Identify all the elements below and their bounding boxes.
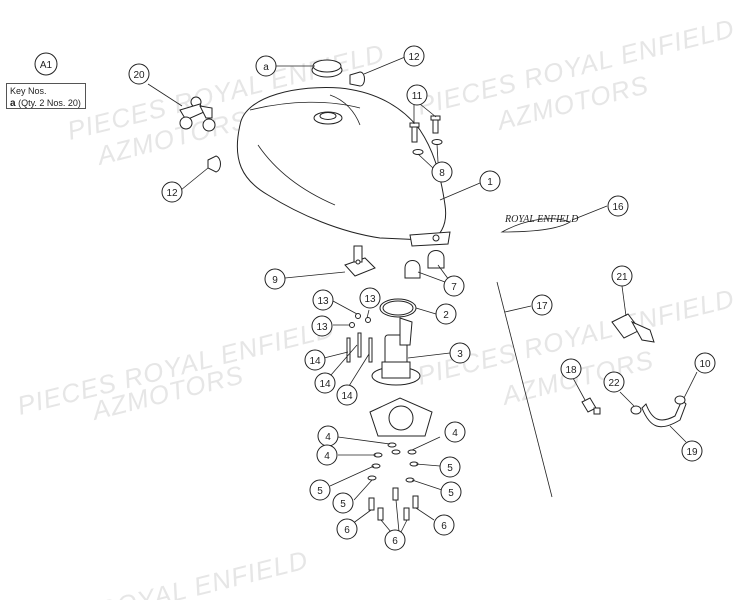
svg-text:17: 17 [536,301,548,312]
emblem-logo-text: ROYAL ENFIELD [504,214,579,225]
callout-8: 8 [431,161,453,183]
callout-6-a: 6 [336,518,358,540]
watermark-text: ROYAL ENFIELD [94,544,311,600]
svg-text:18: 18 [565,365,577,376]
svg-text:6: 6 [441,521,447,532]
key-notes-title: Key Nos. [10,86,47,96]
svg-text:20: 20 [133,70,145,81]
key-notes-box: Key Nos. a (Qty. 2 Nos. 20) [6,83,86,109]
callout-16: 16 [607,195,629,217]
callout-22: 22 [603,371,625,393]
callout-7: 7 [443,275,465,297]
svg-text:a: a [263,62,269,73]
svg-text:13: 13 [364,294,376,305]
key-notes-marker: a [10,98,16,109]
svg-text:7: 7 [451,282,457,293]
callout-13-b: 13 [359,287,381,309]
drain-rod-highlight [498,281,555,498]
callout-6-b: 6 [433,514,455,536]
svg-text:13: 13 [317,296,329,307]
svg-text:5: 5 [340,499,346,510]
callout-5-a: 5 [439,456,461,478]
callout-4-c: 4 [316,444,338,466]
key-notes-note: (Qty. 2 Nos. 20) [18,98,81,108]
svg-text:6: 6 [392,536,398,547]
callout-a1: A1 [34,52,58,76]
callout-21: 21 [611,265,633,287]
callout-a: a [255,55,277,77]
bracket [344,245,376,277]
callout-14-a: 14 [304,349,326,371]
svg-text:16: 16 [612,202,624,213]
callout-19: 19 [681,440,703,462]
callout-3: 3 [449,342,471,364]
small-screws [346,313,373,363]
mounting-bolts [409,115,443,155]
rubber-buffer [207,71,365,173]
callout-5-d: 5 [332,492,354,514]
key-notes-line: a (Qty. 2 Nos. 20) [10,97,82,110]
svg-text:6: 6 [344,525,350,536]
svg-text:11: 11 [412,91,423,102]
fasteners-lower [367,442,419,521]
svg-text:4: 4 [325,432,331,443]
svg-text:8: 8 [439,168,445,179]
svg-text:14: 14 [319,379,331,390]
svg-text:A1: A1 [40,60,53,71]
fuel-tank [236,87,451,247]
tank-rubbers [404,250,445,279]
svg-text:5: 5 [447,463,453,474]
svg-text:21: 21 [616,272,628,283]
fitting [581,397,601,415]
svg-text:19: 19 [686,447,698,458]
callout-13-a: 13 [312,289,334,311]
filler-cap [311,59,343,78]
callout-6-c: 6 [384,529,406,551]
callout-18: 18 [560,358,582,380]
svg-text:9: 9 [272,275,278,286]
callout-5-c: 5 [440,481,462,503]
keys [179,96,216,132]
drain-rod [496,281,553,498]
royal-enfield-emblem: ROYAL ENFIELD [500,214,579,233]
callout-10: 10 [694,352,716,374]
svg-text:5: 5 [317,486,323,497]
svg-text:1: 1 [487,177,493,188]
svg-text:14: 14 [309,356,321,367]
svg-text:22: 22 [608,378,620,389]
callouts: A1 a 12 20 11 12 8 1 16 9 7 13 13 13 2 1… [34,45,716,551]
svg-text:2: 2 [443,310,449,321]
gasket-plate [369,397,433,437]
callout-12-left: 12 [161,181,183,203]
callout-11: 11 [406,84,428,106]
fuel-hose [630,395,687,428]
callout-9: 9 [264,268,286,290]
svg-text:12: 12 [166,188,178,199]
callout-4-b: 4 [444,421,466,443]
callout-12-top: 12 [403,45,425,67]
callout-20: 20 [128,63,150,85]
callout-13-c: 13 [311,315,333,337]
svg-text:3: 3 [457,349,463,360]
callout-5-b: 5 [309,479,331,501]
fuel-pump [371,317,421,386]
svg-text:4: 4 [324,451,330,462]
svg-text:5: 5 [448,488,454,499]
callout-14-b: 14 [314,372,336,394]
svg-text:14: 14 [341,391,353,402]
callout-1: 1 [479,170,501,192]
quick-connector [611,313,655,343]
callout-4-a: 4 [317,425,339,447]
leader-lines [147,56,698,533]
callout-2: 2 [435,303,457,325]
svg-text:12: 12 [408,52,420,63]
svg-text:13: 13 [316,322,328,333]
callout-17: 17 [531,294,553,316]
svg-text:10: 10 [699,359,711,370]
o-ring-inner [382,300,414,316]
svg-text:4: 4 [452,428,458,439]
callout-14-c: 14 [336,384,358,406]
